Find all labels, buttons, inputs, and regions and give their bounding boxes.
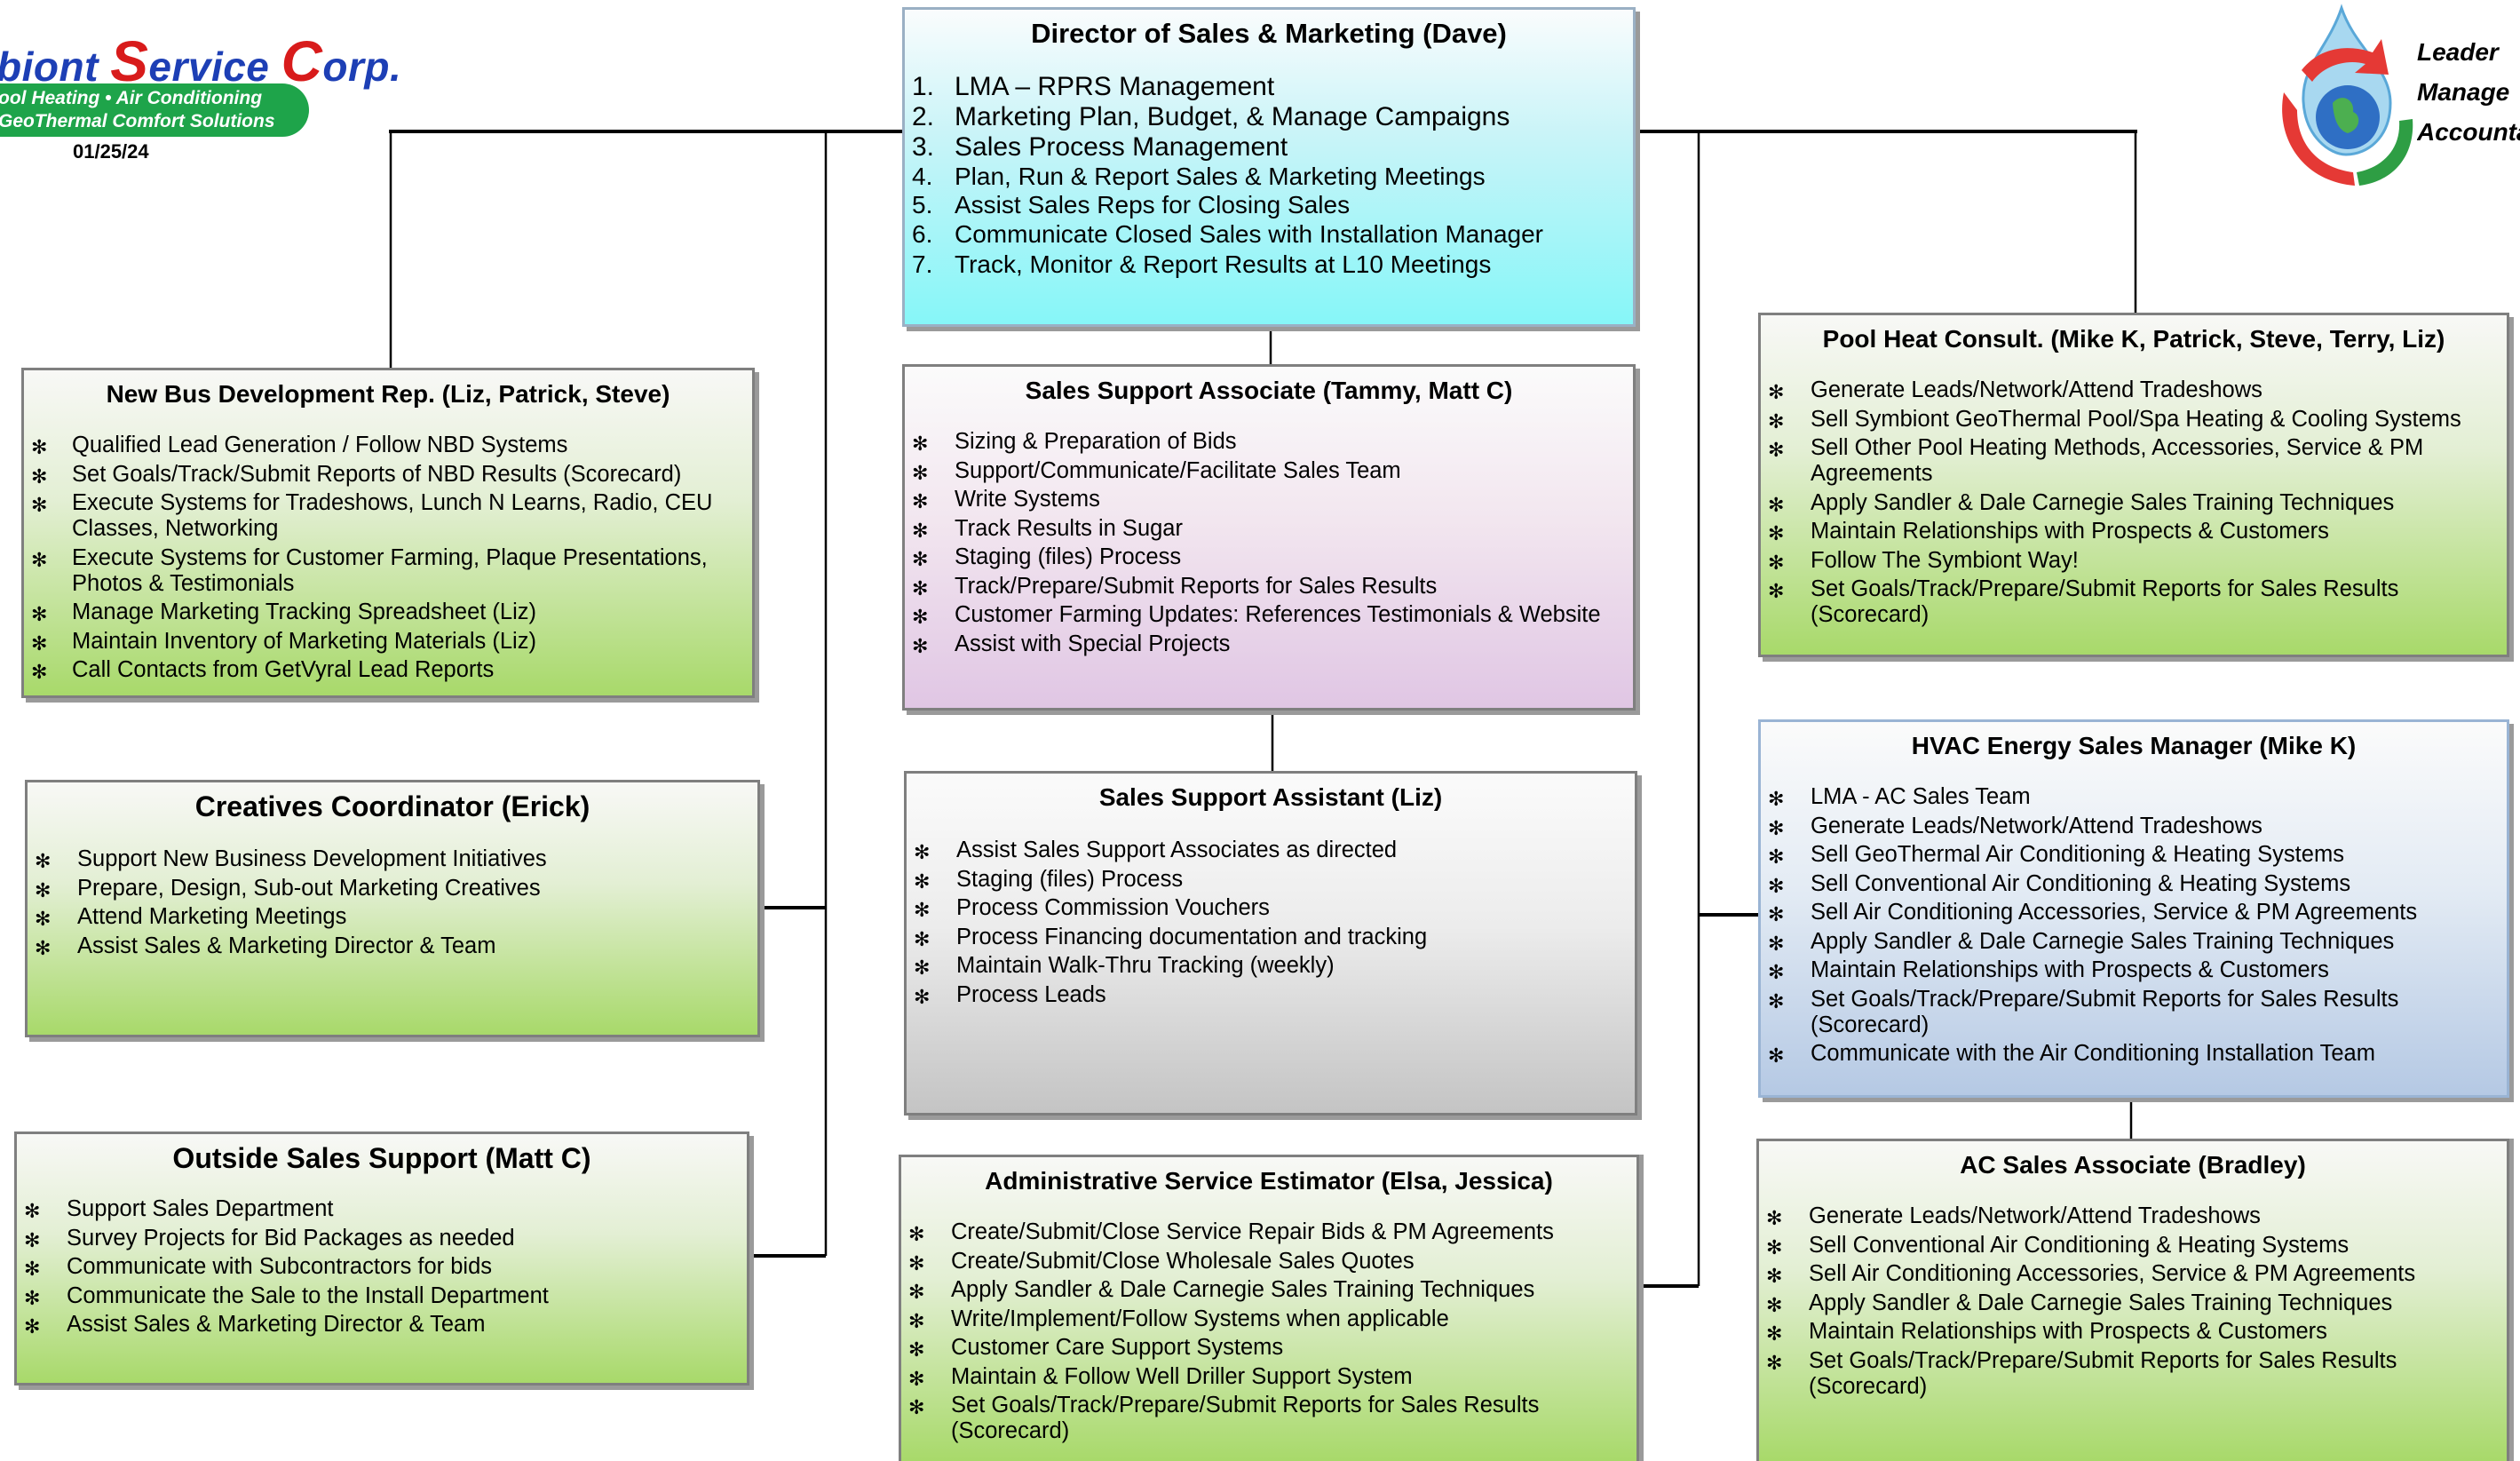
list-item: ✻Customer Farming Updates: References Te…	[912, 602, 1601, 628]
list-item: ✻Execute Systems for Customer Farming, P…	[31, 544, 708, 596]
list-item: ✻Qualified Lead Generation / Follow NBD …	[31, 433, 568, 458]
list-item: ✻Assist Sales & Marketing Director & Tea…	[24, 1312, 486, 1338]
list-item: ✻Communicate with the Air Conditioning I…	[1768, 1041, 2375, 1067]
list-item: ✻Staging (files) Process	[912, 544, 1182, 570]
list-item: ✻Communicate with Subcontractors for bid…	[24, 1254, 493, 1280]
list-item: ✻Sizing & Preparation of Bids	[912, 429, 1237, 455]
chart-date: 01/25/24	[73, 140, 149, 163]
ac-sales-associate-box: AC Sales Associate (Bradley) ✻Generate L…	[1756, 1139, 2509, 1461]
director-item: 1.LMA – RPRS Management	[912, 72, 1275, 101]
sales-support-assistant-box: Sales Support Assistant (Liz) ✻Assist Sa…	[904, 771, 1637, 1116]
director-item: 7.Track, Monitor & Report Results at L10…	[912, 250, 1492, 278]
list-item: ✻Track/Prepare/Submit Reports for Sales …	[912, 573, 1438, 599]
director-item: 3.Sales Process Management	[912, 132, 1288, 162]
list-item: ✻Generate Leads/Network/Attend Tradeshow…	[1768, 377, 2262, 403]
pool-heat-consult-box: Pool Heat Consult. (Mike K, Patrick, Ste…	[1758, 313, 2509, 657]
list-item: ✻Sell GeoThermal Air Conditioning & Heat…	[1768, 842, 2344, 868]
list-item: ✻Manage Marketing Tracking Spreadsheet (…	[31, 599, 537, 625]
list-item: ✻Set Goals/Track/Prepare/Submit Reports …	[1768, 576, 2399, 627]
list-item: ✻Sell Air Conditioning Accessories, Serv…	[1766, 1261, 2416, 1287]
list-item: ✻Generate Leads/Network/Attend Tradeshow…	[1768, 813, 2262, 839]
list-item: ✻Call Contacts from GetVyral Lead Report…	[31, 657, 495, 683]
list-item: ✻Prepare, Design, Sub-out Marketing Crea…	[35, 875, 541, 901]
list-item: ✻Communicate the Sale to the Install Dep…	[24, 1282, 549, 1309]
list-item: ✻Execute Systems for Tradeshows, Lunch N…	[31, 490, 713, 541]
list-item: ✻Process Financing documentation and tra…	[914, 924, 1428, 950]
company-logo: biont Service Corp. ool Heating • Air Co…	[0, 18, 401, 169]
list-item: ✻Sell Symbiont GeoThermal Pool/Spa Heati…	[1768, 406, 2461, 433]
director-title: Director of Sales & Marketing (Dave)	[1031, 18, 1507, 49]
list-item: ✻Set Goals/Track/Prepare/Submit Reports …	[1766, 1347, 2397, 1399]
list-item: ✻Attend Marketing Meetings	[35, 904, 347, 930]
ac-sales-associate-title: AC Sales Associate (Bradley)	[1960, 1151, 2306, 1179]
sales-support-associate-title: Sales Support Associate (Tammy, Matt C)	[1025, 377, 1513, 404]
list-item: ✻Survey Projects for Bid Packages as nee…	[24, 1225, 515, 1251]
list-item: ✻Sell Air Conditioning Accessories, Serv…	[1768, 900, 2418, 925]
director-item: 5.Assist Sales Reps for Closing Sales	[912, 191, 1351, 218]
water-drop-globe-recycle-icon	[2248, 4, 2520, 199]
pool-heat-consult-title: Pool Heat Consult. (Mike K, Patrick, Ste…	[1822, 325, 2445, 353]
hvac-manager-box: HVAC Energy Sales Manager (Mike K) ✻LMA …	[1758, 719, 2509, 1098]
list-item: ✻Maintain Relationships with Prospects &…	[1766, 1319, 2327, 1345]
list-item: ✻Write Systems	[912, 487, 1100, 512]
list-item: ✻Support Sales Department	[24, 1196, 334, 1222]
admin-estimator-title: Administrative Service Estimator (Elsa, …	[985, 1167, 1553, 1195]
list-item: ✻Maintain Relationships with Prospects &…	[1768, 957, 2329, 983]
list-item: ✻Apply Sandler & Dale Carnegie Sales Tra…	[1766, 1290, 2393, 1316]
nbd-box: New Bus Development Rep. (Liz, Patrick, …	[21, 368, 755, 698]
list-item: ✻Assist with Special Projects	[912, 631, 1231, 657]
list-item: ✻Set Goals/Track/Submit Reports of NBD R…	[31, 461, 682, 488]
list-item: ✻Write/Implement/Follow Systems when app…	[908, 1306, 1449, 1332]
list-item: ✻Assist Sales Support Associates as dire…	[914, 838, 1398, 863]
sales-support-associate-box: Sales Support Associate (Tammy, Matt C) …	[902, 364, 1636, 711]
director-box: Director of Sales & Marketing (Dave) 1.L…	[902, 7, 1636, 327]
list-item: ✻Create/Submit/Close Wholesale Sales Quo…	[908, 1248, 1415, 1274]
sales-support-assistant-title: Sales Support Assistant (Liz)	[1098, 783, 1443, 811]
list-item: ✻Process Commission Vouchers	[914, 895, 1270, 921]
list-item: ✻LMA - AC Sales Team	[1768, 784, 2031, 810]
director-item: 4.Plan, Run & Report Sales & Marketing M…	[912, 163, 1486, 190]
list-item: ✻Apply Sandler & Dale Carnegie Sales Tra…	[1768, 489, 2395, 516]
list-item: ✻Follow The Symbiont Way!	[1768, 547, 2079, 574]
director-item: 2.Marketing Plan, Budget, & Manage Campa…	[912, 102, 1510, 131]
list-item: ✻Maintain & Follow Well Driller Support …	[908, 1363, 1413, 1390]
list-item: ✻Track Results in Sugar	[912, 515, 1183, 542]
list-item: ✻Support New Business Development Initia…	[35, 846, 547, 872]
list-item: ✻Set Goals/Track/Prepare/Submit Reports …	[1768, 986, 2399, 1037]
admin-estimator-box: Administrative Service Estimator (Elsa, …	[899, 1155, 1639, 1461]
list-item: ✻Apply Sandler & Dale Carnegie Sales Tra…	[1768, 928, 2395, 955]
list-item: ✻Maintain Walk-Thru Tracking (weekly)	[914, 953, 1335, 979]
list-item: ✻Staging (files) Process	[914, 866, 1184, 893]
list-item: ✻Set Goals/Track/Prepare/Submit Reports …	[908, 1393, 1540, 1443]
list-item: ✻Sell Other Pool Heating Methods, Access…	[1768, 435, 2424, 486]
list-item: ✻Maintain Inventory of Marketing Materia…	[31, 628, 536, 655]
outside-sales-box: Outside Sales Support (Matt C) ✻Support …	[14, 1131, 749, 1386]
outside-sales-title: Outside Sales Support (Matt C)	[172, 1142, 591, 1174]
company-name: biont Service Corp.	[0, 29, 402, 93]
values-list: Leader Manage Accounta	[2417, 38, 2520, 146]
list-item: ✻Support/Communicate/Facilitate Sales Te…	[912, 457, 1401, 484]
list-item: ✻Maintain Relationships with Prospects &…	[1768, 519, 2329, 544]
list-item: ✻Sell Conventional Air Conditioning & He…	[1766, 1232, 2350, 1259]
list-item: ✻Generate Leads/Network/Attend Tradeshow…	[1766, 1203, 2261, 1229]
director-item: 6.Communicate Closed Sales with Installa…	[912, 220, 1543, 248]
company-tagline: ool Heating • Air Conditioning GeoTherma…	[0, 83, 309, 137]
list-item: ✻Assist Sales & Marketing Director & Tea…	[35, 933, 496, 959]
list-item: ✻Sell Conventional Air Conditioning & He…	[1768, 870, 2351, 897]
nbd-title: New Bus Development Rep. (Liz, Patrick, …	[106, 380, 670, 408]
list-item: ✻Process Leads	[914, 981, 1106, 1008]
list-item: ✻Create/Submit/Close Service Repair Bids…	[908, 1219, 1554, 1245]
list-item: ✻Apply Sandler & Dale Carnegie Sales Tra…	[908, 1277, 1535, 1303]
hvac-manager-title: HVAC Energy Sales Manager (Mike K)	[1911, 732, 2357, 759]
list-item: ✻Customer Care Support Systems	[908, 1335, 1284, 1361]
creatives-title: Creatives Coordinator (Erick)	[194, 790, 590, 822]
creatives-box: Creatives Coordinator (Erick) ✻Support N…	[25, 780, 760, 1037]
